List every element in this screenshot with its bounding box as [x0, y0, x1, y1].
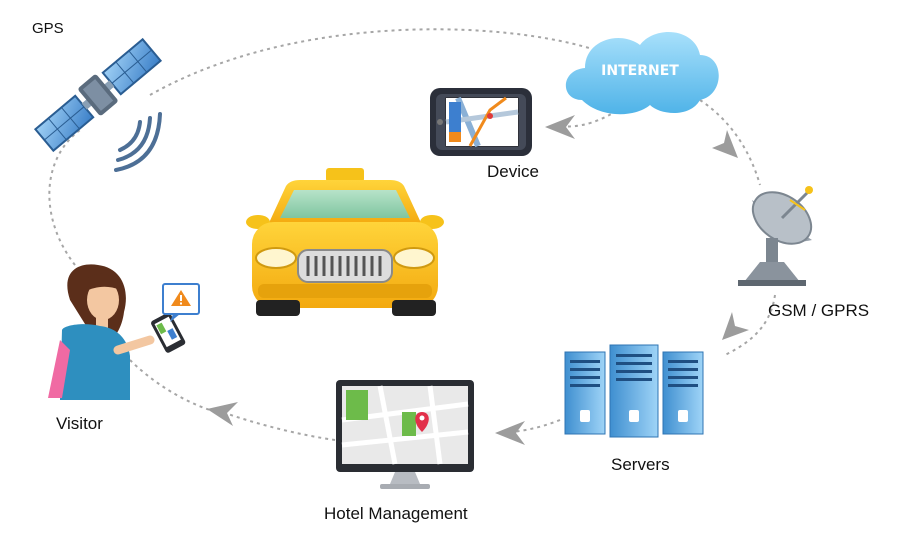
monitor-map-icon: [336, 380, 474, 489]
gsm-gprs-label: GSM / GPRS: [768, 301, 870, 320]
arrow-to-servers: [722, 312, 749, 340]
signal-waves-icon: [114, 112, 162, 172]
device-label: Device: [487, 162, 539, 181]
woman-with-phone-icon: [48, 264, 200, 400]
servers-label: Servers: [611, 455, 670, 474]
visitor-label: Visitor: [56, 414, 103, 433]
gps-label: GPS: [32, 20, 64, 37]
satellite-icon: [33, 37, 163, 153]
hotel-management-label: Hotel Management: [324, 504, 468, 523]
gps-navigator-icon: [430, 88, 532, 156]
internet-label: INTERNET: [601, 63, 679, 79]
cloud-icon: INTERNET: [565, 32, 719, 115]
server-rack-icon: [564, 344, 704, 438]
arrow-to-hotel: [495, 421, 525, 445]
arrow-to-gsm: [712, 130, 738, 158]
arrow-to-device: [545, 115, 575, 139]
satellite-dish-icon: [738, 186, 813, 286]
arrow-to-visitor: [207, 402, 238, 426]
taxi-car-icon: [246, 168, 444, 316]
flow-arrowheads: [207, 115, 749, 445]
